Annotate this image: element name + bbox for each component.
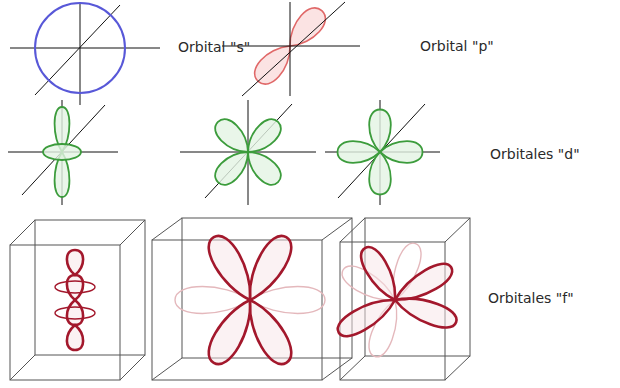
f-orbital-cubes	[10, 218, 470, 380]
orbital-label: Orbital "p"	[420, 38, 494, 55]
orbital-label: Orbital "s"	[178, 39, 250, 56]
s-orbital	[10, 2, 160, 105]
d-orbitals	[8, 100, 440, 205]
f-orbitals	[55, 230, 460, 369]
orbital-label: Orbitales "f"	[488, 290, 574, 307]
orbital-label: Orbitales "d"	[490, 146, 580, 163]
